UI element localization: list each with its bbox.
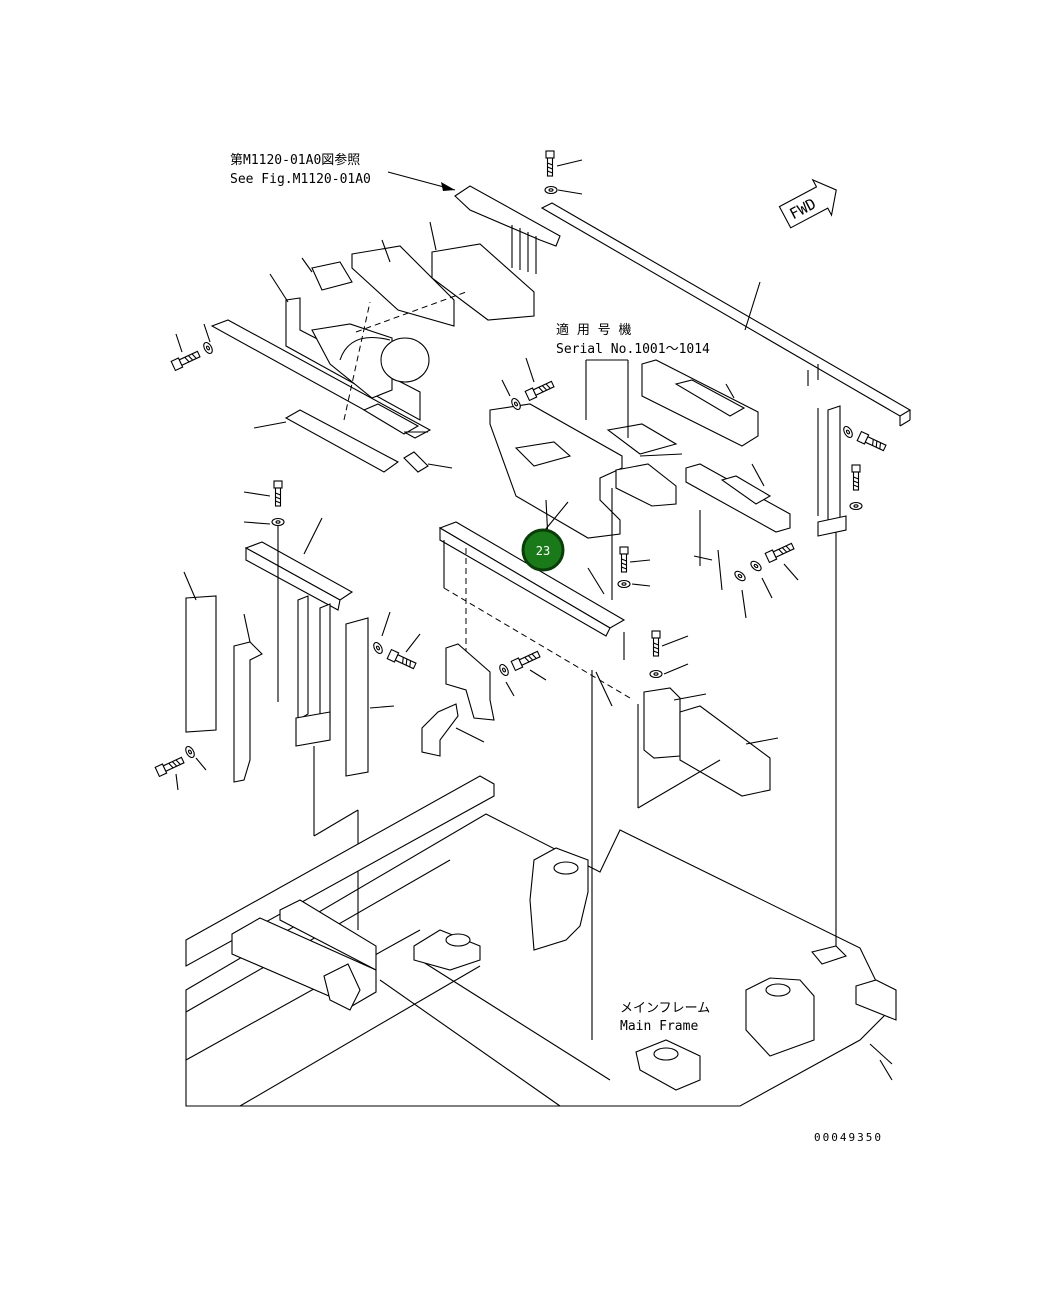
bolt-icon — [764, 541, 796, 563]
washer-icon — [849, 501, 863, 511]
bolt-icon — [545, 150, 555, 177]
washer-icon — [544, 185, 558, 195]
bolt-icon — [386, 649, 418, 671]
bolt-icon — [510, 649, 542, 671]
serial-specific-parts — [585, 359, 791, 591]
reference-text-jp: 第M1120-01A0図参照 — [230, 152, 360, 168]
washer-icon — [617, 579, 631, 589]
bolt-icon — [154, 755, 186, 777]
right-pads — [637, 687, 779, 809]
washer-icon — [183, 744, 197, 760]
washer-icon — [201, 340, 215, 356]
washer-icon — [271, 517, 285, 527]
duct-cover-part — [489, 403, 713, 600]
bolt-icon — [856, 431, 888, 453]
main-frame-label-en: Main Frame — [620, 1019, 698, 1034]
washer-icon — [371, 640, 385, 656]
top-rail-part — [540, 202, 912, 427]
reference-text-en: See Fig.M1120-01A0 — [230, 172, 371, 187]
main-frame-label-jp: メインフレーム — [620, 1001, 710, 1016]
center-small-brackets — [421, 643, 495, 757]
bolt-icon — [619, 546, 629, 573]
callout-circle-icon[interactable] — [521, 528, 565, 572]
reference-arrow — [387, 171, 456, 191]
washer-icon — [649, 669, 663, 679]
washer-icon — [748, 558, 764, 574]
bolt-icon — [524, 379, 556, 401]
washer-icon — [841, 424, 855, 440]
fwd-arrow-icon: FWD — [778, 178, 837, 229]
bolt-icon — [651, 630, 661, 657]
drawing-number: 00049350 — [814, 1131, 883, 1144]
top-bracket-part — [454, 185, 561, 274]
bolt-icon — [851, 464, 861, 491]
left-upper-frame-part — [210, 221, 535, 473]
washer-icon — [497, 662, 511, 678]
center-support-rail — [438, 521, 631, 1040]
washer-icon — [732, 568, 748, 584]
callout-number[interactable]: 23 — [536, 544, 550, 558]
serial-label-jp: 適 用 号 機 — [556, 322, 631, 338]
right-vertical-bracket — [817, 405, 847, 960]
callout-23[interactable]: 23 — [521, 528, 565, 572]
main-frame-part — [185, 775, 897, 1107]
bolt-icon — [170, 349, 202, 371]
serial-label-en: Serial No.1001～1014 — [556, 342, 710, 357]
left-lower-bracket-assembly — [183, 517, 395, 930]
bolt-icon — [273, 480, 283, 507]
